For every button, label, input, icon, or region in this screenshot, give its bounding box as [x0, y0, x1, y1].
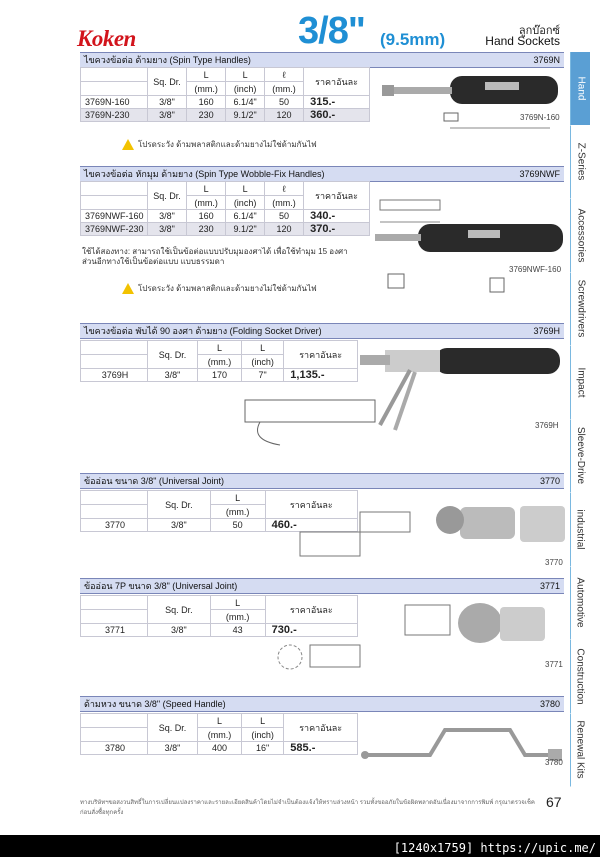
usage-note: ใช้ได้สองทาง: สามารถใช้เป็นข้อต่อแบบปรับ… [82, 247, 348, 266]
section-code: 3771 [539, 581, 560, 591]
wobble-handle-image [375, 199, 563, 293]
tab-sleeve-drive[interactable]: Sleeve-Drive [570, 419, 590, 493]
tab-screwdrivers[interactable]: Screwdrivers [570, 272, 590, 346]
tab-renewal-kits[interactable]: Renewal Kits [570, 713, 590, 787]
tab-industrial[interactable]: industrial [570, 493, 590, 567]
section-3769n: ไขควงข้อต่อ ด้ามยาง (Spin Type Handles) 3… [80, 52, 564, 68]
section-code: 3769N [533, 55, 560, 65]
section-title: ข้ออ่อน 7P ขนาด 3/8" (Universal Joint) [84, 581, 238, 591]
speed-handle-image [361, 728, 562, 761]
tab-impact[interactable]: Impact [570, 346, 590, 420]
section-title: ไขควงข้อต่อ พับได้ 90 องศา ด้ามยาง (Fold… [84, 326, 322, 336]
page-number: 67 [546, 794, 562, 810]
warning-icon [122, 283, 134, 294]
section-code: 3769H [533, 326, 560, 336]
warning-icon [122, 139, 134, 150]
section-code: 3770 [539, 476, 560, 486]
disclaimer-footer: ทางบริษัทฯขอสงวนสิทธิ์ในการเปลี่ยนแปลงรา… [80, 800, 535, 816]
folding-driver-image [244, 348, 560, 446]
section-3769nwf: ไขควงข้อต่อ หักมุม ด้ามยาง (Spin Type Wo… [80, 166, 564, 182]
brand-logo: Koken [77, 26, 136, 51]
image-caption: 3769N-160 [520, 113, 560, 122]
section-3770: ข้ออ่อน ขนาด 3/8" (Universal Joint) 3770 [80, 473, 564, 489]
spin-handle-image [382, 76, 558, 129]
watermark: [1240x1759] https://upic.me/ [393, 841, 596, 855]
image-caption: 3780 [545, 758, 563, 767]
image-caption: 3771 [545, 660, 563, 669]
section-3771: ข้ออ่อน 7P ขนาด 3/8" (Universal Joint) 37… [80, 578, 564, 594]
warning-note: โปรดระวัง ด้ามพลาสติกและด้ามยางไม่ใช่ด้า… [122, 138, 317, 151]
category-english: Hand Sockets [485, 34, 560, 48]
tab-automotive[interactable]: Automotive [570, 566, 590, 640]
section-code: 3769NWF [519, 169, 560, 179]
category-thai: ลูกบ๊อกซ์ [518, 25, 560, 37]
section-title: ด้ามหวง ขนาด 3/8" (Speed Handle) [84, 699, 226, 709]
image-caption: 3769NWF-160 [509, 265, 562, 274]
section-title: ไขควงข้อต่อ หักมุม ด้ามยาง (Spin Type Wo… [84, 169, 325, 179]
tab-construction[interactable]: Construction [570, 640, 590, 714]
category-tabs: Hand Z-Series Accessories Screwdrivers I… [570, 52, 590, 787]
universal-joint-7p-image [277, 603, 545, 670]
section-title: ข้ออ่อน ขนาด 3/8" (Universal Joint) [84, 476, 224, 486]
universal-joint-image [299, 506, 565, 557]
section-title: ไขควงข้อต่อ ด้ามยาง (Spin Type Handles) [84, 55, 251, 65]
section-code: 3780 [539, 699, 560, 709]
image-caption: 3770 [545, 558, 563, 567]
catalog-page: Koken 3/8" (9.5mm) ลูกบ๊อกซ์ Hand Socket… [0, 0, 600, 835]
image-caption: 3769H [535, 421, 559, 430]
warning-note: โปรดระวัง ด้ามพลาสติกและด้ามยางไม่ใช่ด้า… [122, 282, 317, 295]
section-3780: ด้ามหวง ขนาด 3/8" (Speed Handle) 3780 [80, 696, 564, 712]
tab-hand[interactable]: Hand [570, 52, 590, 126]
tab-z-series[interactable]: Z-Series [570, 125, 590, 199]
tab-accessories[interactable]: Accessories [570, 199, 590, 273]
section-3769h: ไขควงข้อต่อ พับได้ 90 องศา ด้ามยาง (Fold… [80, 323, 564, 339]
drive-size-title: 3/8" [298, 10, 366, 52]
drive-size-mm: (9.5mm) [380, 30, 446, 49]
